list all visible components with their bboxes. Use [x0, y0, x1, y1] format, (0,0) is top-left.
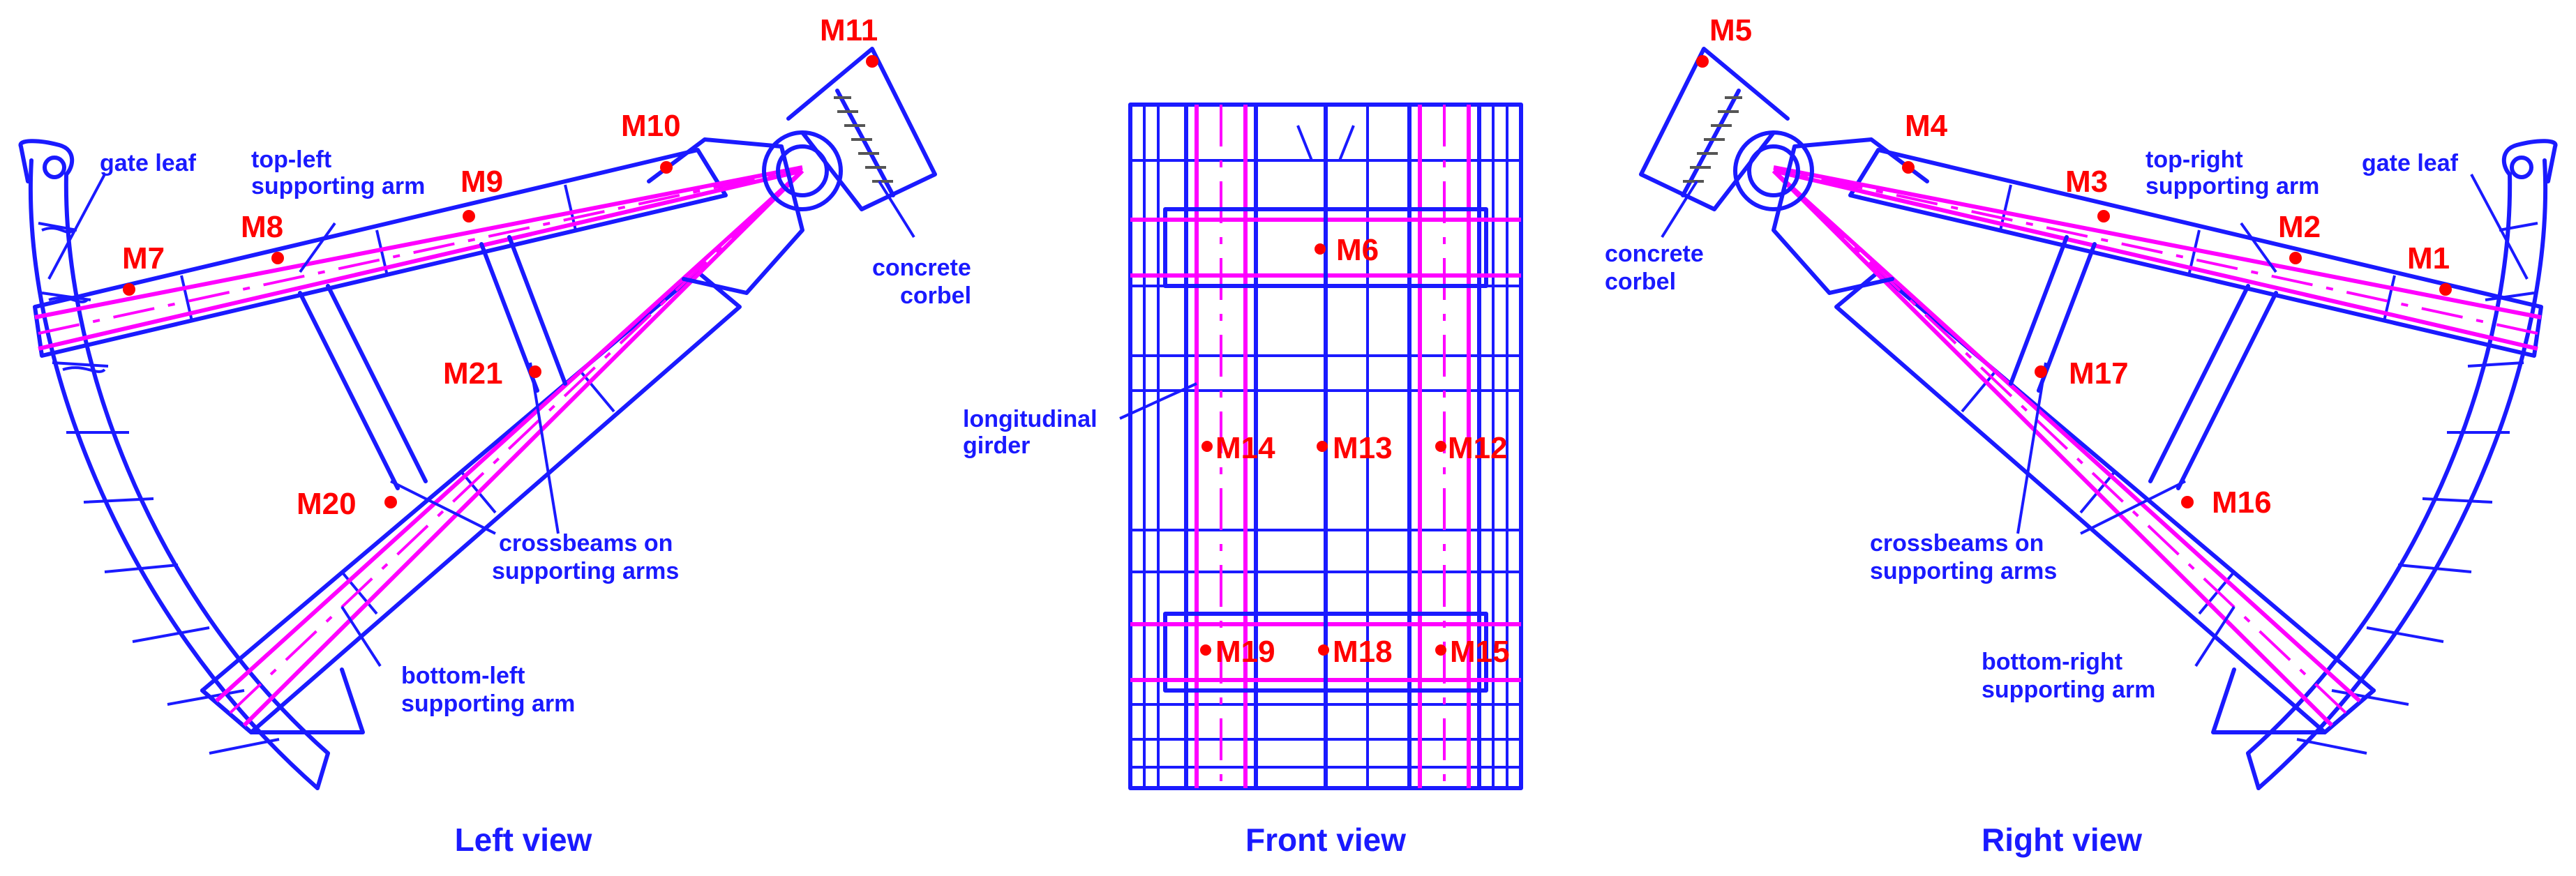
point-m2: [2289, 252, 2302, 264]
marker-m9: M9: [460, 165, 503, 199]
label-top-left-arm-2: supporting arm: [251, 173, 425, 199]
marker-m10: M10: [621, 109, 681, 143]
marker-m7: M7: [122, 241, 165, 275]
point-m5: [1696, 55, 1709, 68]
left-view: gate leaf top-left supporting arm concre…: [18, 47, 971, 858]
title-right-view: Right view: [1982, 822, 2142, 858]
right-view: gate leaf top-right supporting arm concr…: [1605, 47, 2558, 858]
label-top-left-arm-1: top-left: [251, 146, 331, 173]
right-crossbeams: [2009, 235, 2278, 490]
label-crossbeams-right-2: supporting arms: [1870, 558, 2057, 584]
label-bottom-left-1: bottom-left: [401, 663, 525, 689]
point-m1: [2439, 283, 2452, 296]
bottom-left-supporting-arm: [200, 169, 804, 734]
top-right-supporting-arm: [1773, 148, 2543, 358]
label-longitudinal-1: longitudinal: [963, 406, 1098, 432]
point-m6: [1315, 243, 1326, 255]
point-m21: [529, 365, 541, 378]
point-m19: [1200, 644, 1211, 656]
marker-m3: M3: [2065, 165, 2108, 199]
marker-m17: M17: [2069, 356, 2129, 391]
left-crossbeams: [298, 235, 567, 490]
right-hinge-corbel: [1639, 47, 1929, 295]
measurement-points: M1 M2 M3 M4 M5 M17 M16 M6 M12 M13 M14 M1…: [122, 13, 2452, 669]
label-concrete-right-2: corbel: [1605, 269, 1676, 295]
point-m20: [384, 496, 397, 508]
marker-m14: M14: [1215, 431, 1275, 465]
leader-crossbeams-left-a: [390, 480, 496, 535]
point-m9: [463, 210, 475, 222]
point-m4: [1902, 161, 1915, 174]
left-hinge-corbel: [647, 47, 937, 295]
marker-m18: M18: [1333, 635, 1393, 669]
leader-top-left-arm: [299, 222, 336, 273]
point-m18: [1318, 644, 1329, 656]
bottom-right-supporting-arm: [1772, 169, 2376, 734]
marker-m6: M6: [1336, 233, 1379, 267]
label-concrete-left-1: concrete: [872, 255, 971, 281]
marker-m15: M15: [1450, 635, 1510, 669]
marker-m19: M19: [1215, 635, 1275, 669]
leader-gate-leaf-left: [47, 174, 106, 280]
label-longitudinal-2: girder: [963, 432, 1030, 459]
marker-m2: M2: [2278, 210, 2321, 244]
label-crossbeams-right-1: crossbeams on: [1870, 530, 2044, 557]
marker-m12: M12: [1448, 431, 1508, 465]
label-crossbeams-left-2: supporting arms: [492, 558, 679, 584]
marker-m11: M11: [820, 13, 878, 47]
leader-concrete-left: [878, 180, 915, 239]
point-m13: [1317, 441, 1328, 452]
marker-m8: M8: [241, 210, 283, 244]
marker-m20: M20: [297, 487, 357, 521]
point-m10: [660, 161, 673, 174]
label-bottom-right-1: bottom-right: [1982, 649, 2122, 675]
marker-m1: M1: [2407, 241, 2450, 275]
label-concrete-right-1: concrete: [1605, 241, 1704, 267]
leader-longitudinal-girder: [1119, 382, 1197, 420]
title-left-view: Left view: [455, 822, 592, 858]
label-top-right-1: top-right: [2146, 146, 2243, 173]
front-view: longitudinal girder Front view: [963, 103, 1523, 858]
point-m14: [1201, 441, 1213, 452]
leader-crossbeams-left-b: [529, 362, 560, 534]
point-m16: [2181, 496, 2194, 508]
leader-bottom-left: [340, 605, 382, 667]
label-concrete-left-2: corbel: [900, 282, 971, 309]
point-m7: [123, 283, 135, 296]
point-m11: [866, 55, 878, 68]
label-bottom-right-2: supporting arm: [1982, 677, 2155, 703]
point-m17: [2035, 365, 2047, 378]
marker-m4: M4: [1905, 109, 1948, 143]
marker-m13: M13: [1333, 431, 1393, 465]
marker-m21: M21: [443, 356, 503, 391]
marker-m16: M16: [2212, 485, 2272, 520]
label-gate-leaf-right: gate leaf: [2362, 150, 2459, 176]
label-crossbeams-left-1: crossbeams on: [499, 530, 673, 557]
point-m12: [1435, 441, 1446, 452]
label-gate-leaf-left: gate leaf: [100, 150, 197, 176]
top-left-supporting-arm: [33, 148, 803, 358]
point-m8: [271, 252, 284, 264]
point-m15: [1435, 644, 1446, 656]
point-m3: [2097, 210, 2110, 222]
title-front-view: Front view: [1245, 822, 1406, 858]
label-top-right-2: supporting arm: [2146, 173, 2319, 199]
marker-m5: M5: [1709, 13, 1752, 47]
label-bottom-left-2: supporting arm: [401, 690, 575, 717]
